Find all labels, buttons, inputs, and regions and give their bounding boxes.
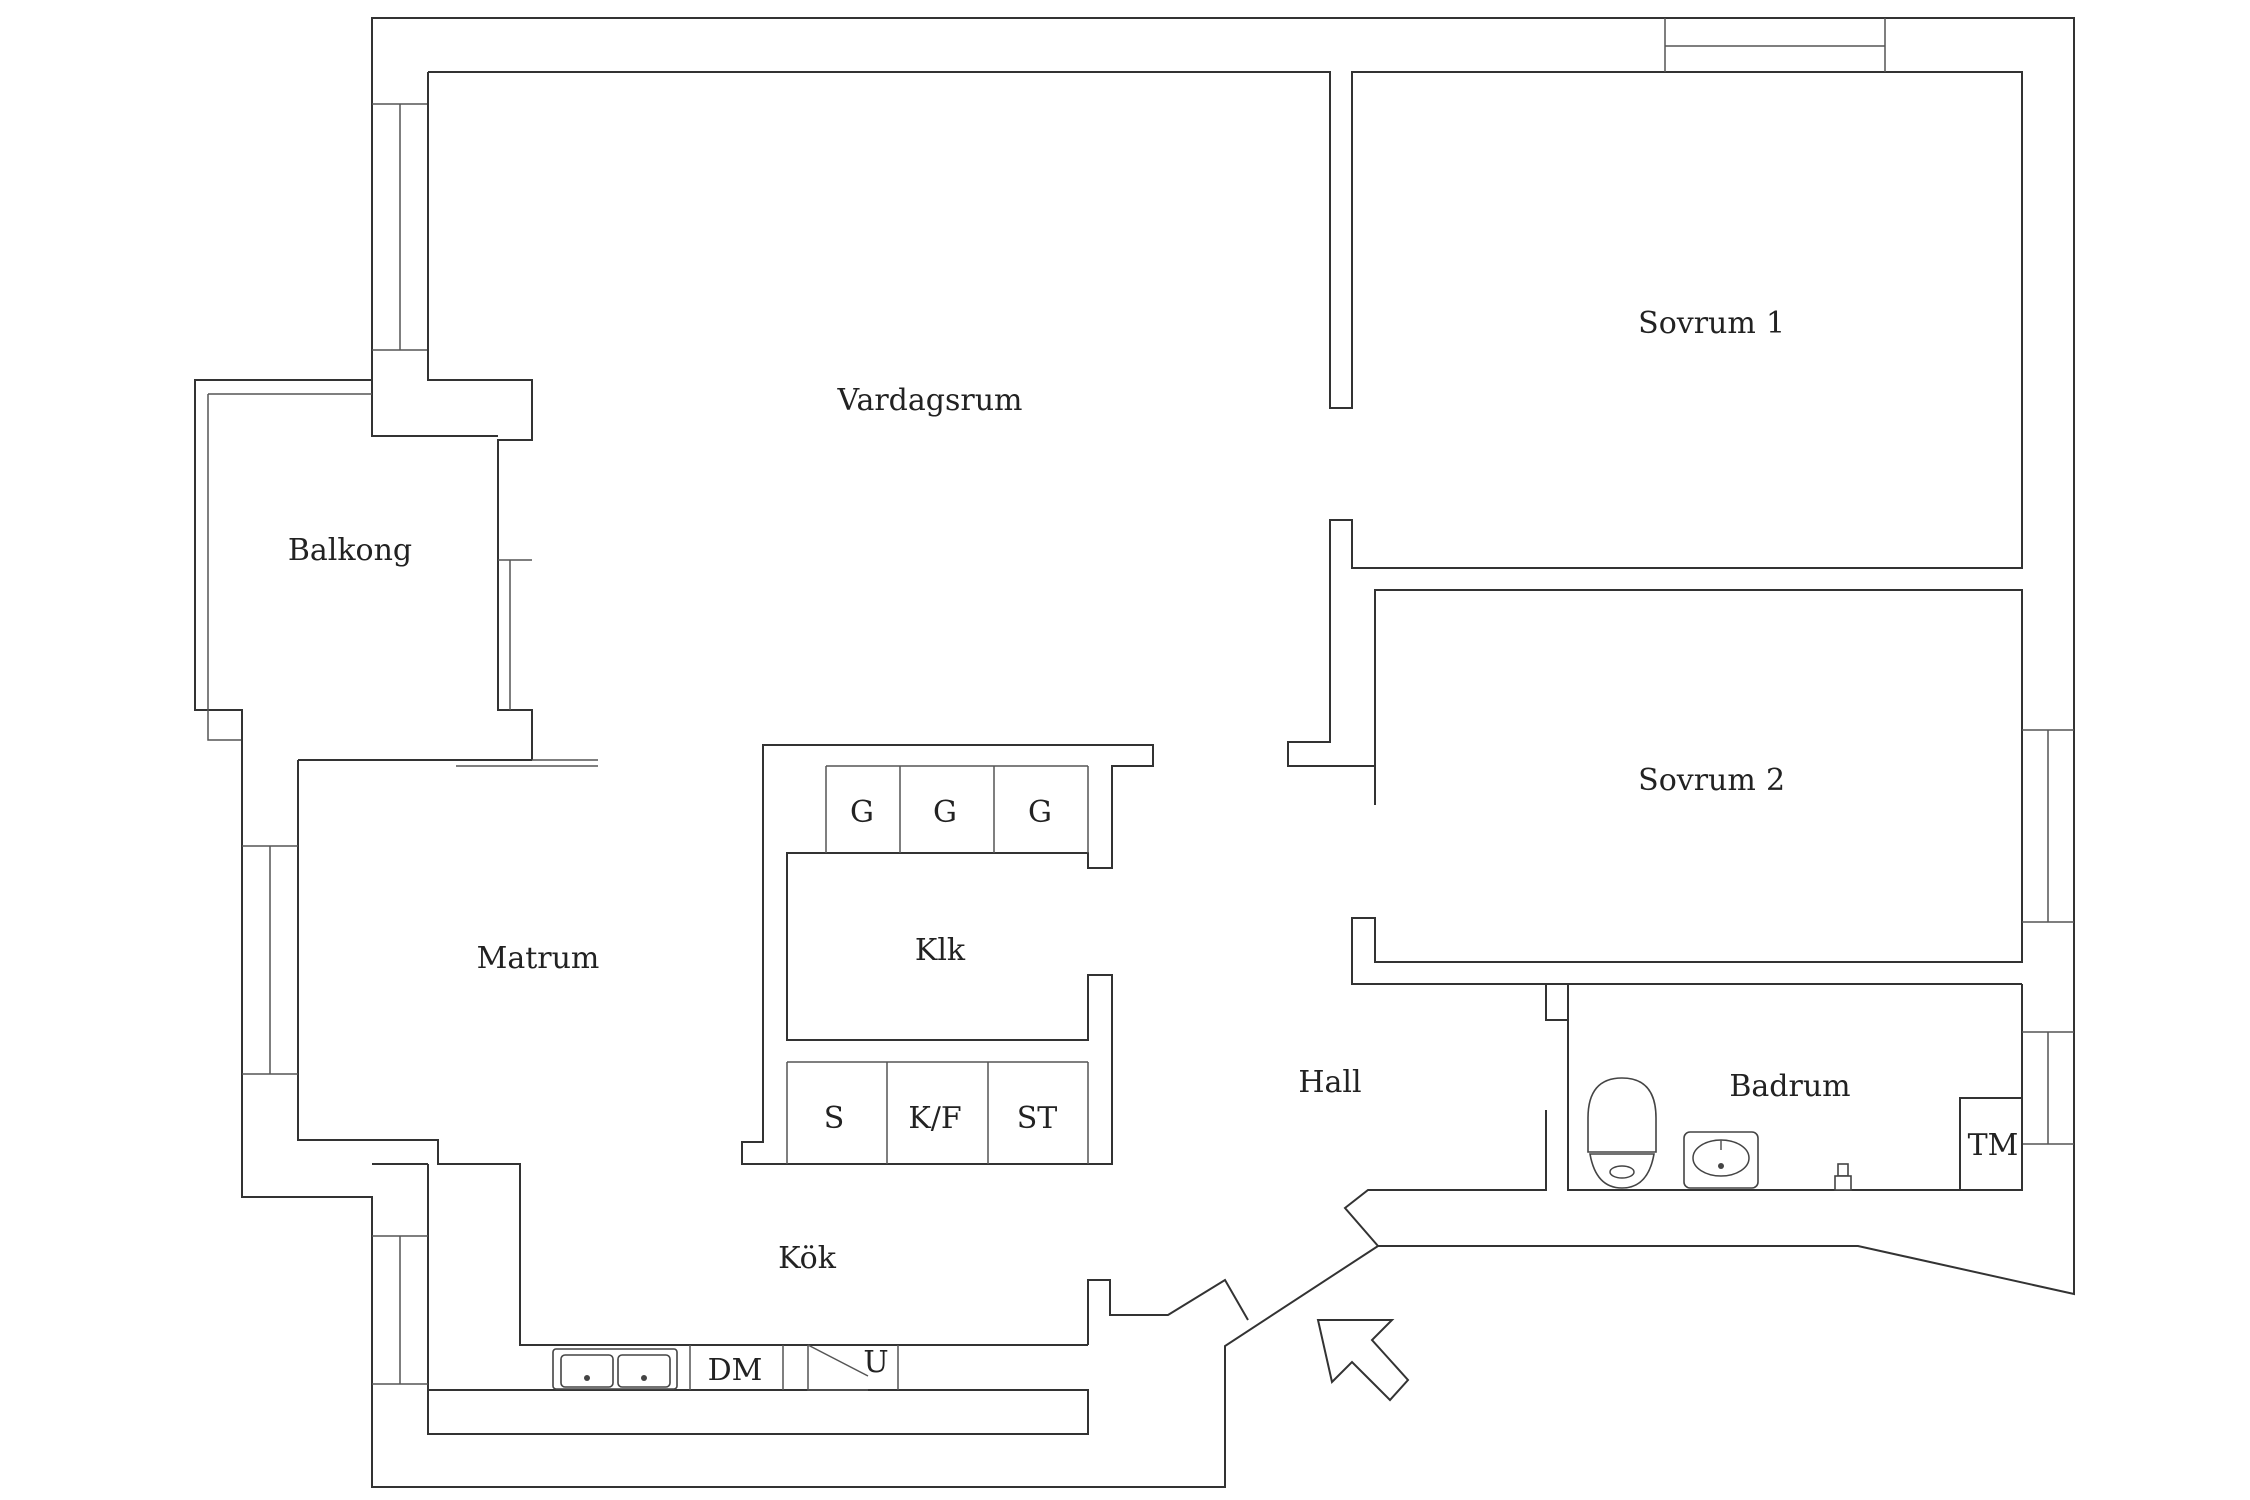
living-west-wall: [427, 72, 533, 760]
klk-walls: [741, 744, 1154, 1165]
window-kok: [372, 1235, 428, 1385]
room-label-matrum: Matrum: [477, 941, 600, 976]
entrance-arrow-icon: [1316, 1319, 1410, 1402]
sovrum2-walls: [1351, 589, 2023, 985]
badrum-walls: [1343, 984, 2023, 1247]
fixture-label-g1: G: [850, 795, 874, 830]
fixture-label-g2: G: [933, 795, 957, 830]
washbasin-icon: [1683, 1131, 1759, 1189]
room-label-sovrum2-number: 2: [1766, 763, 1785, 798]
room-label-sovrum1: Sovrum: [1638, 306, 1756, 341]
room-label-hall: Hall: [1298, 1065, 1361, 1100]
fixture-label-st: ST: [1017, 1101, 1058, 1136]
klk-lower-shelf: [786, 1061, 1089, 1164]
outer-wall: [194, 17, 2075, 1488]
room-label-kok: Kök: [778, 1241, 837, 1276]
kok-east-wall: [1087, 1278, 1249, 1345]
fixture-label-kf: K/F: [908, 1101, 961, 1136]
window-living-west: [372, 103, 428, 351]
window-badrum: [2022, 1031, 2074, 1145]
room-label-sovrum1-number: 1: [1766, 306, 1785, 341]
balcony-partition: [371, 380, 498, 437]
balcony-door: [498, 559, 532, 710]
room-label-klk: Klk: [915, 933, 966, 968]
room-label-vardagsrum: Vardagsrum: [837, 383, 1023, 418]
room-label-balkong: Balkong: [288, 533, 412, 568]
sink-icon: [552, 1348, 678, 1390]
window-sovrum2: [2022, 729, 2074, 923]
kitchen-counter: [427, 1389, 1089, 1435]
klk-upper-shelf: [825, 765, 1089, 853]
balcony-inner: [207, 393, 372, 741]
room-label-badrum: Badrum: [1729, 1069, 1850, 1104]
counter-dividers: [689, 1345, 899, 1390]
inner-wall-outline: [428, 71, 2023, 805]
fridge-door-swing: [807, 1344, 869, 1391]
tap-icon: [1834, 1163, 1852, 1191]
fixture-label-dm: DM: [708, 1353, 763, 1388]
fixture-label-u: U: [863, 1345, 888, 1380]
washing-machine: [1959, 1097, 2023, 1191]
toilet-icon: [1587, 1077, 1657, 1189]
window-matrum: [242, 845, 298, 1075]
window-top: [1664, 18, 1886, 72]
matrum-west-wall: [241, 710, 1088, 1346]
fixture-label-tm: TM: [1968, 1128, 2019, 1163]
fixture-label-s: S: [824, 1101, 845, 1136]
room-label-sovrum2: Sovrum: [1638, 763, 1756, 798]
fixture-label-g3: G: [1028, 795, 1052, 830]
